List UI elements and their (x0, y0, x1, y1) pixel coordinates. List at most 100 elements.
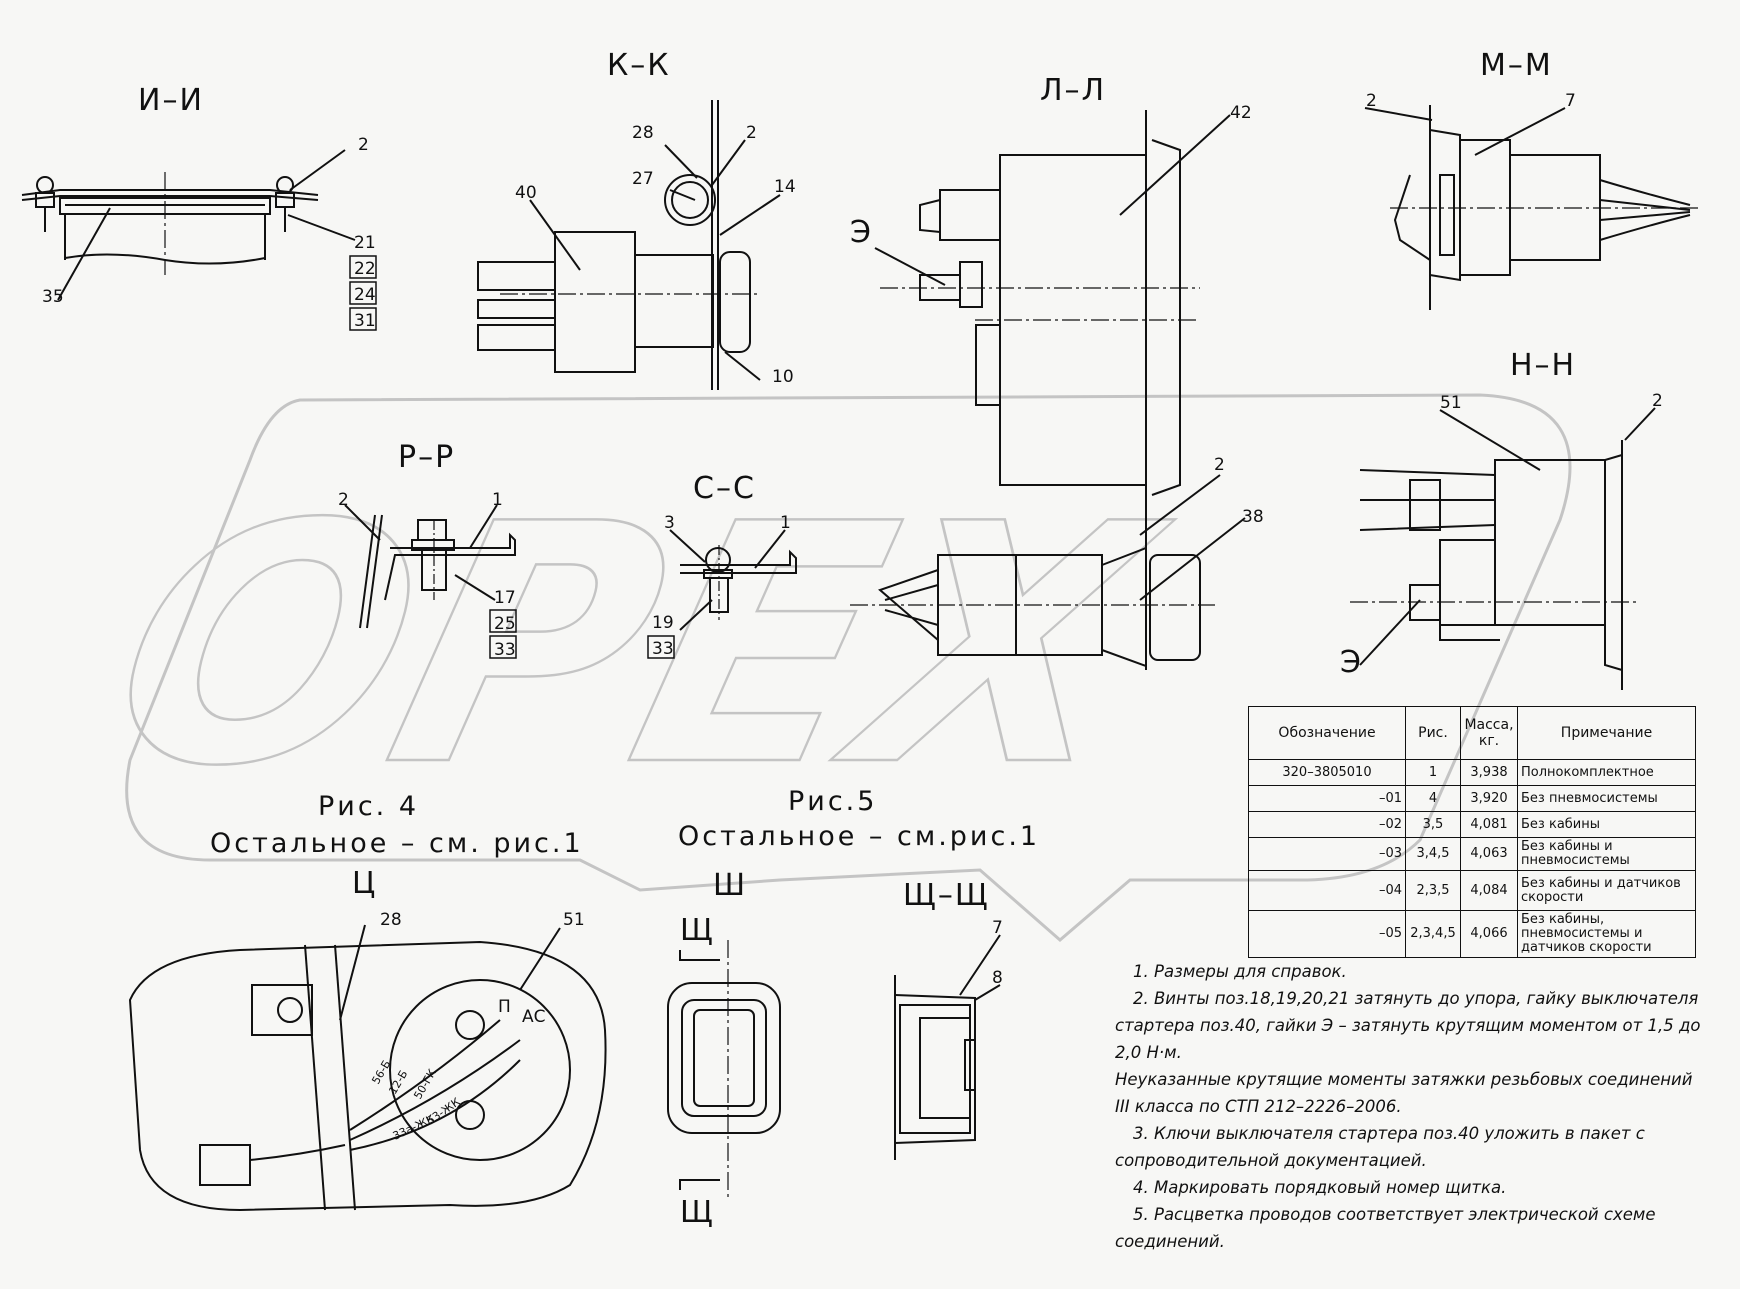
watermark: OPEX (79, 395, 1570, 940)
fig4-title: Рис. 4 (318, 791, 419, 822)
view-title-ts: Ц (352, 866, 377, 901)
note-line: Неуказанные крутящие моменты затяжки рез… (1115, 1070, 1693, 1089)
callout-kk-14: 14 (774, 177, 796, 197)
callout-rr-33: 33 (494, 640, 516, 660)
cell-figure: 2,3,5 (1405, 870, 1461, 911)
cell-mass: 4,063 (1460, 837, 1518, 871)
callout-kk-2: 2 (746, 123, 757, 143)
callout-nn-51: 51 (1440, 393, 1462, 413)
cell-designation: –05 (1248, 910, 1406, 958)
cell-figure: 1 (1405, 759, 1461, 786)
cell-figure: 3,5 (1405, 811, 1461, 838)
note-line: 4. Маркировать порядковый номер щитка. (1133, 1178, 1507, 1197)
callout-kk-40: 40 (515, 183, 537, 203)
table-row: 320–3805010 1 3,938 Полнокомплектное (1248, 759, 1696, 786)
cell-note: Полнокомплектное (1517, 759, 1696, 786)
section-ss-drawing (670, 530, 796, 630)
cell-mass: 4,081 (1460, 811, 1518, 838)
cell-designation: –03 (1248, 837, 1406, 871)
specification-table: Обозначение Рис. Масса, кг. Примечание 3… (1248, 706, 1696, 958)
cell-figure: 2,3,4,5 (1405, 910, 1461, 958)
cut-mark-sch-bottom: Щ (680, 1195, 715, 1230)
callout-kk-28: 28 (632, 123, 654, 143)
section-title-ii: И–И (138, 83, 204, 118)
section-kk-drawing (478, 100, 780, 390)
table-row: –01 4 3,920 Без пневмосистемы (1248, 785, 1696, 812)
callout-ii-35: 35 (42, 287, 64, 307)
section-tsch-drawing (895, 935, 1000, 1160)
note-line: стартера поз.40, гайки Э – затянуть крут… (1115, 1016, 1701, 1062)
col-note: Примечание (1517, 706, 1696, 760)
cell-mass: 3,938 (1460, 759, 1518, 786)
section-title-ll: Л–Л (1040, 73, 1106, 108)
cell-note: Без кабины и датчиков скорости (1517, 870, 1696, 911)
col-figure: Рис. (1405, 706, 1461, 760)
callout-ll-2: 2 (1214, 455, 1225, 475)
callout-tsch-7: 7 (992, 918, 1003, 938)
terminal-label-p: П (498, 997, 511, 1017)
callout-rr-1: 1 (492, 490, 503, 510)
callout-nn-2: 2 (1652, 391, 1663, 411)
callout-ss-19: 19 (652, 613, 674, 633)
cell-mass: 4,066 (1460, 910, 1518, 958)
note-line: III класса по СТП 212–2226–2006. (1115, 1097, 1402, 1116)
callout-kk-10: 10 (772, 367, 794, 387)
fig5-subtitle: Остальное – см.рис.1 (678, 821, 1040, 852)
table-row: –04 2,3,5 4,084 Без кабины и датчиков ск… (1248, 870, 1696, 911)
view-sh-drawing (668, 940, 780, 1200)
callout-tsch-8: 8 (992, 968, 1003, 988)
callout-rr-17: 17 (494, 588, 516, 608)
callout-ll-42: 42 (1230, 103, 1252, 123)
cell-note: Без кабины (1517, 811, 1696, 838)
callout-ii-21: 21 (354, 233, 376, 253)
cell-mass: 3,920 (1460, 785, 1518, 812)
callout-nn-e: Э (1340, 645, 1363, 680)
cell-note: Без кабины и пневмосистемы (1517, 837, 1696, 871)
callout-mm-7: 7 (1565, 91, 1576, 111)
callout-rr-25: 25 (494, 614, 516, 634)
cut-mark-sch-top: Щ (680, 913, 715, 948)
note-line: соединений. (1115, 1232, 1225, 1251)
callout-kk-27: 27 (632, 169, 654, 189)
callout-ll-38: 38 (1242, 507, 1264, 527)
section-nn-drawing (1350, 408, 1655, 690)
table-header-row: Обозначение Рис. Масса, кг. Примечание (1248, 706, 1696, 760)
rr-callout-boxes (490, 610, 516, 658)
cell-figure: 4 (1405, 785, 1461, 812)
section-mm-drawing (1365, 105, 1700, 310)
section-rr-drawing (345, 505, 515, 628)
section-title-kk: К–К (607, 48, 671, 83)
callout-ts-51: 51 (563, 910, 585, 930)
ii-callout-boxes (350, 256, 376, 330)
view-title-sh: Ш (713, 868, 747, 903)
section-ll-drawing (850, 110, 1245, 670)
callout-ts-28: 28 (380, 910, 402, 930)
cell-designation: –04 (1248, 870, 1406, 911)
table-row: –02 3,5 4,081 Без кабины (1248, 811, 1696, 838)
callout-mm-2: 2 (1366, 91, 1377, 111)
note-line: 5. Расцветка проводов соответствует элек… (1133, 1205, 1656, 1224)
callout-ss-33: 33 (652, 639, 674, 659)
callout-ii-22: 22 (354, 259, 376, 279)
ss-callout-box (648, 636, 674, 658)
cell-designation: 320–3805010 (1248, 759, 1406, 786)
cell-designation: –02 (1248, 811, 1406, 838)
cell-note: Без кабины, пневмосистемы и датчиков ско… (1517, 910, 1696, 958)
technical-notes: 1. Размеры для справок. 2. Винты поз.18,… (1115, 958, 1705, 1255)
note-line: 2. Винты поз.18,19,20,21 затянуть до упо… (1133, 989, 1699, 1008)
note-line: 1. Размеры для справок. (1133, 962, 1347, 981)
watermark-text: OPEX (80, 455, 1192, 839)
section-title-nn: Н–Н (1510, 348, 1576, 383)
section-title-tsch: Щ–Щ (903, 878, 990, 913)
callout-ii-31: 31 (354, 311, 376, 331)
callout-rr-2: 2 (338, 490, 349, 510)
fig5-title: Рис.5 (788, 786, 877, 817)
callout-ii-2: 2 (358, 135, 369, 155)
terminal-label-as: АС (522, 1007, 546, 1027)
cell-mass: 4,084 (1460, 870, 1518, 911)
callout-ii-24: 24 (354, 285, 376, 305)
cell-designation: –01 (1248, 785, 1406, 812)
table-row: –03 3,4,5 4,063 Без кабины и пневмосисте… (1248, 837, 1696, 871)
callout-ll-e: Э (850, 215, 873, 250)
